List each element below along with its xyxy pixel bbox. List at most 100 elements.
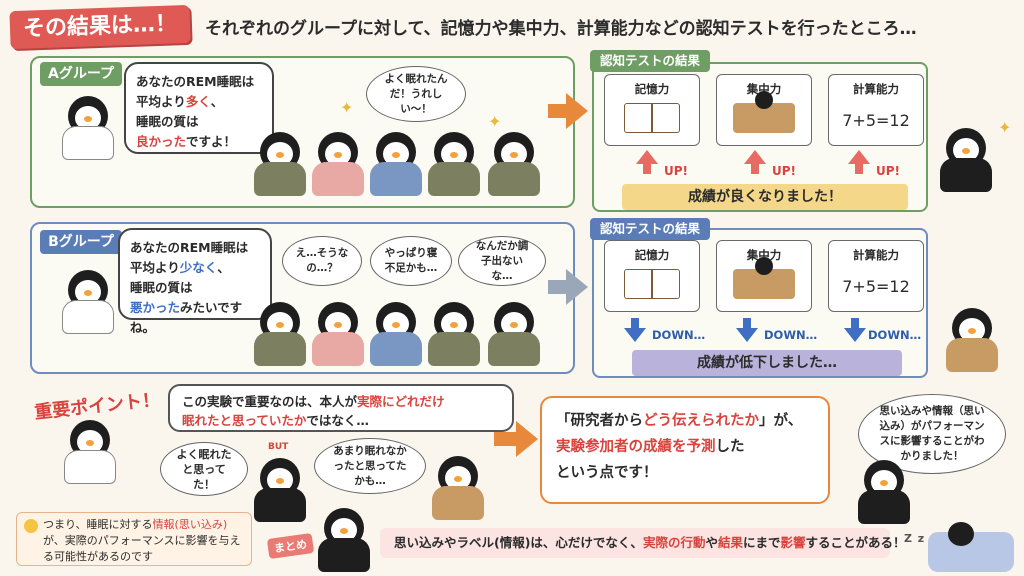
book-icon xyxy=(624,269,680,299)
conclusion-box: 「研究者からどう伝えられたか」が、 実験参加者の成績を予測した という点です！ xyxy=(540,396,830,504)
penguin-olive-b5 xyxy=(488,302,542,368)
speech-line: この実験で重要なのは、本人が実際にどれだけ xyxy=(182,394,445,409)
group-a-banner: 成績が良くなりました！ xyxy=(622,184,908,210)
sleeping-penguin-head xyxy=(948,522,974,546)
arrow-a-icon xyxy=(566,93,588,129)
speech-line: あなたのREM睡眠は xyxy=(130,240,249,255)
test-label: 集中力 xyxy=(746,82,782,96)
sparkle-icon: ✦ xyxy=(340,98,354,117)
group-a-speech: あなたのREM睡眠は 平均より多く、 睡眠の質は 良かったですよ！ xyxy=(124,62,274,154)
arrow-conclusion-shaft xyxy=(494,432,518,446)
summary-hl: 実際の行動 xyxy=(642,535,706,550)
thought-right: あまり眠れなかったと思ってたかも… xyxy=(314,438,426,494)
test-label: 記憶力 xyxy=(634,82,670,96)
test-value: 7+5=12 xyxy=(842,111,910,130)
note-hl: 情報(思い込み) xyxy=(152,518,228,531)
up-arrow-icon xyxy=(848,150,870,174)
indicator-up: UP! xyxy=(772,164,797,178)
speech-line: 良かったですよ！ xyxy=(136,134,237,149)
title-badge: その結果は…！ xyxy=(9,4,191,50)
excited-penguin xyxy=(858,460,912,526)
penguin-pink-a2 xyxy=(312,132,366,198)
conclusion-line: 実験参加者の成績を予測した xyxy=(556,439,745,455)
studying-penguin-icon xyxy=(733,91,795,133)
book-icon xyxy=(624,103,680,133)
group-b-tag: Bグループ xyxy=(40,230,122,254)
sparkle-icon: ✦ xyxy=(488,112,502,131)
group-b-thought-1: え…そうなの…？ xyxy=(282,236,362,286)
speech-line: 眠れたと思っていたかではなく… xyxy=(182,413,369,428)
group-b-thought-3: なんだか調子出ないな… xyxy=(458,236,546,286)
speech-line: 平均より多く、 xyxy=(136,94,224,109)
test-label: 記憶力 xyxy=(634,248,670,262)
group-a-result-tag: 認知テストの結果 xyxy=(590,50,711,72)
penguin-olive-b1 xyxy=(254,302,308,368)
arrow-b-icon xyxy=(566,269,588,305)
test-card-calc-b: 計算能力 7+5=12 xyxy=(828,240,924,312)
summary-mid: にまで xyxy=(742,535,781,550)
speech-line: 睡眠の質は xyxy=(136,114,199,129)
note-post: が、実際のパフォーマンスに影響を与える可能性があるのです xyxy=(43,534,241,563)
arrow-b-shaft xyxy=(548,280,568,294)
penguin-blue-b3 xyxy=(370,302,424,368)
lightbulb-icon xyxy=(24,519,38,533)
teacher-penguin xyxy=(64,420,118,486)
penguin-desk xyxy=(432,456,486,522)
test-card-focus-b: 集中力 xyxy=(716,240,812,312)
group-b-thought-2: やっぱり寝不足かも… xyxy=(370,236,452,286)
summary-mid: や xyxy=(705,535,718,550)
speech-line: 睡眠の質は xyxy=(130,280,193,295)
indicator-up: UP! xyxy=(876,164,901,178)
test-label: 集中力 xyxy=(746,248,782,262)
group-a-thought: よく眠れたんだ！うれしい〜！ xyxy=(366,66,466,122)
penguin-blue-a3 xyxy=(370,132,424,198)
test-label: 計算能力 xyxy=(853,82,899,96)
note-box: つまり、睡眠に対する情報(思い込み) が、実際のパフォーマンスに影響を与える可能性… xyxy=(16,512,252,566)
summary-tag: まとめ xyxy=(266,532,315,560)
speech-line: 平均より少なく、 xyxy=(130,260,230,275)
but-label: BUT xyxy=(268,442,289,452)
summary-post: することがある！ xyxy=(805,535,906,550)
headline: それぞれのグループに対して、記憶力や集中力、計算能力などの認知テストを行ったとこ… xyxy=(205,19,917,39)
group-b-speech: あなたのREM睡眠は 平均より少なく、 睡眠の質は 悪かったみたいですね。 xyxy=(118,228,272,335)
up-arrow-icon xyxy=(744,150,766,174)
penguin-olive-b4 xyxy=(428,302,482,368)
down-arrow-icon xyxy=(844,318,866,342)
studying-penguin-icon xyxy=(733,257,795,299)
indicator-down: DOWN… xyxy=(868,328,922,342)
conclusion-line: という点です！ xyxy=(556,465,658,481)
penguin-olive-a5 xyxy=(488,132,542,198)
indicator-down: DOWN… xyxy=(652,328,706,342)
test-label: 計算能力 xyxy=(853,248,899,262)
summary-penguin xyxy=(318,508,372,574)
group-a-tag: Aグループ xyxy=(40,62,122,86)
note-pre: つまり、睡眠に対する xyxy=(43,518,153,531)
down-arrow-icon xyxy=(736,318,758,342)
arrow-conclusion-icon xyxy=(516,421,538,457)
penguin-pink-b2 xyxy=(312,302,366,368)
doctor-penguin-b xyxy=(62,270,116,336)
summary-hl: 結果 xyxy=(717,535,743,550)
sad-penguin-b xyxy=(946,308,1000,374)
doctor-penguin-a xyxy=(62,96,116,162)
test-card-memory-a: 記憶力 xyxy=(604,74,700,146)
up-arrow-icon xyxy=(636,150,658,174)
test-card-calc-a: 計算能力 7+5=12 xyxy=(828,74,924,146)
key-point-title: 重要ポイント！ xyxy=(33,389,161,424)
summary-bar: 思い込みやラベル(情報)は、心だけでなく、実際の行動や結果にまで影響することがあ… xyxy=(380,528,906,558)
penguin-olive-a1 xyxy=(254,132,308,198)
test-card-focus-a: 集中力 xyxy=(716,74,812,146)
speech-line: あなたのREM睡眠は xyxy=(136,74,255,89)
arrow-a-shaft xyxy=(548,104,568,118)
group-b-banner: 成績が低下しました… xyxy=(632,350,902,376)
indicator-down: DOWN… xyxy=(764,328,818,342)
summary-pre: 思い込みやラベル(情報)は、心だけでなく、 xyxy=(394,535,643,550)
key-point-speech: この実験で重要なのは、本人が実際にどれだけ 眠れたと思っていたかではなく… xyxy=(168,384,514,432)
conclusion-line: 「研究者からどう伝えられたか」が、 xyxy=(556,413,803,429)
sparkle-icon: ✦ xyxy=(998,118,1012,137)
indicator-up: UP! xyxy=(664,164,689,178)
group-b-result-tag: 認知テストの結果 xyxy=(590,218,711,240)
down-arrow-icon xyxy=(624,318,646,342)
speech-line: 悪かったみたいですね。 xyxy=(130,300,243,335)
test-card-memory-b: 記憶力 xyxy=(604,240,700,312)
